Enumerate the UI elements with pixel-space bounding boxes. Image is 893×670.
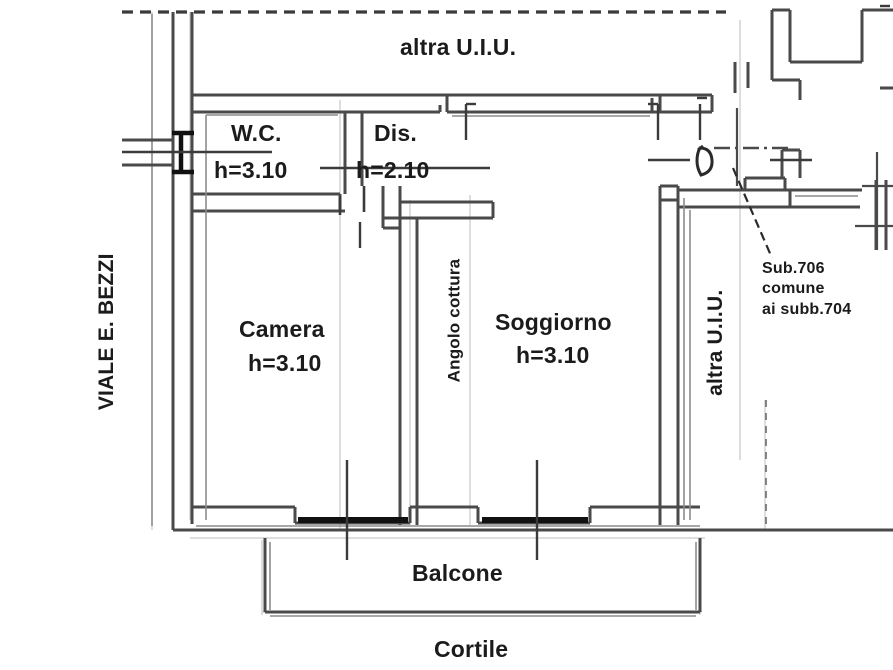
label-dis-name: Dis. <box>374 120 417 146</box>
label-balcone: Balcone <box>412 560 503 586</box>
annotation-sub706: Sub.706 comune ai subb.704 <box>762 259 851 320</box>
label-dis-height: h=2.10 <box>356 157 430 183</box>
label-altra-uiu-top: altra U.I.U. <box>400 34 517 60</box>
label-wc-name: W.C. <box>231 120 282 146</box>
label-wc-height: h=3.10 <box>214 157 288 183</box>
annotation-line-3: ai subb.704 <box>762 300 852 318</box>
label-soggiorno-name: Soggiorno <box>495 309 612 335</box>
annotation-line-2: comune <box>762 280 825 298</box>
annotation-leader-line <box>731 167 774 259</box>
label-viale-e-bezzi: VIALE E. BEZZI <box>95 253 119 411</box>
wall-stubs <box>122 8 893 167</box>
label-soggiorno-height: h=3.10 <box>516 342 590 368</box>
shaft-riser-symbol <box>695 144 714 177</box>
wall-inner-hairlines <box>151 14 858 617</box>
wall-outlines-primary <box>171 8 893 614</box>
annotation-line-1: Sub.706 <box>762 260 825 277</box>
door-leaf-lines <box>345 96 707 560</box>
label-altra-uiu-right: altra U.I.U. <box>704 289 728 396</box>
label-cortile: Cortile <box>434 636 509 662</box>
door-openings <box>122 150 812 215</box>
label-camera-name: Camera <box>239 316 325 342</box>
label-angolo-cottura: Angolo cottura <box>444 258 464 383</box>
axis-ticks <box>735 108 893 250</box>
label-camera-height: h=3.10 <box>248 350 322 376</box>
